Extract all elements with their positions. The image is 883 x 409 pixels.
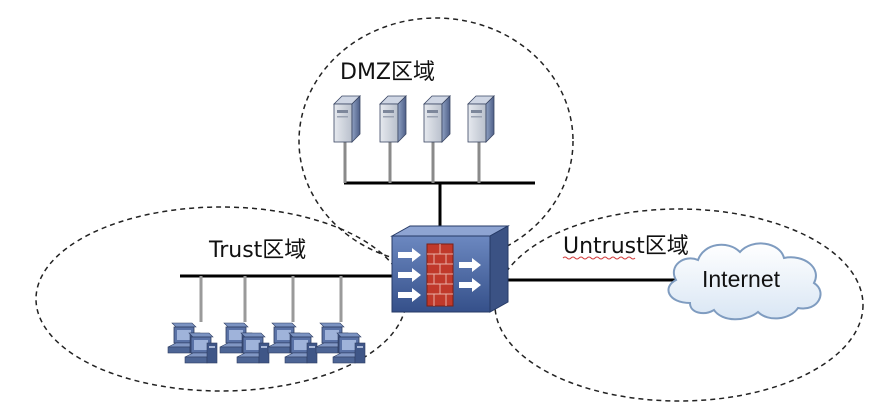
server-icon <box>333 95 361 143</box>
server-icon <box>379 95 407 143</box>
server-icon <box>467 95 495 143</box>
spellcheck-underline <box>562 256 636 260</box>
traffic-arrows <box>398 248 481 302</box>
brick-wall <box>426 243 454 307</box>
dmz-zone-boundary <box>298 17 574 265</box>
cloud-icon <box>667 242 822 321</box>
server-icon <box>423 95 451 143</box>
dmz-servers <box>333 95 495 143</box>
untrust-zone-label: Untrust区域 <box>563 234 689 259</box>
internet-label: Internet <box>702 266 781 292</box>
trust-links <box>180 274 400 322</box>
dmz-zone-label: DMZ区域 <box>340 60 435 85</box>
trust-zone-boundary <box>35 206 407 392</box>
dmz-links <box>343 140 535 229</box>
firewall-icon <box>390 225 510 313</box>
trust-workstations <box>167 322 366 364</box>
trust-zone-label: Trust区域 <box>208 238 306 263</box>
